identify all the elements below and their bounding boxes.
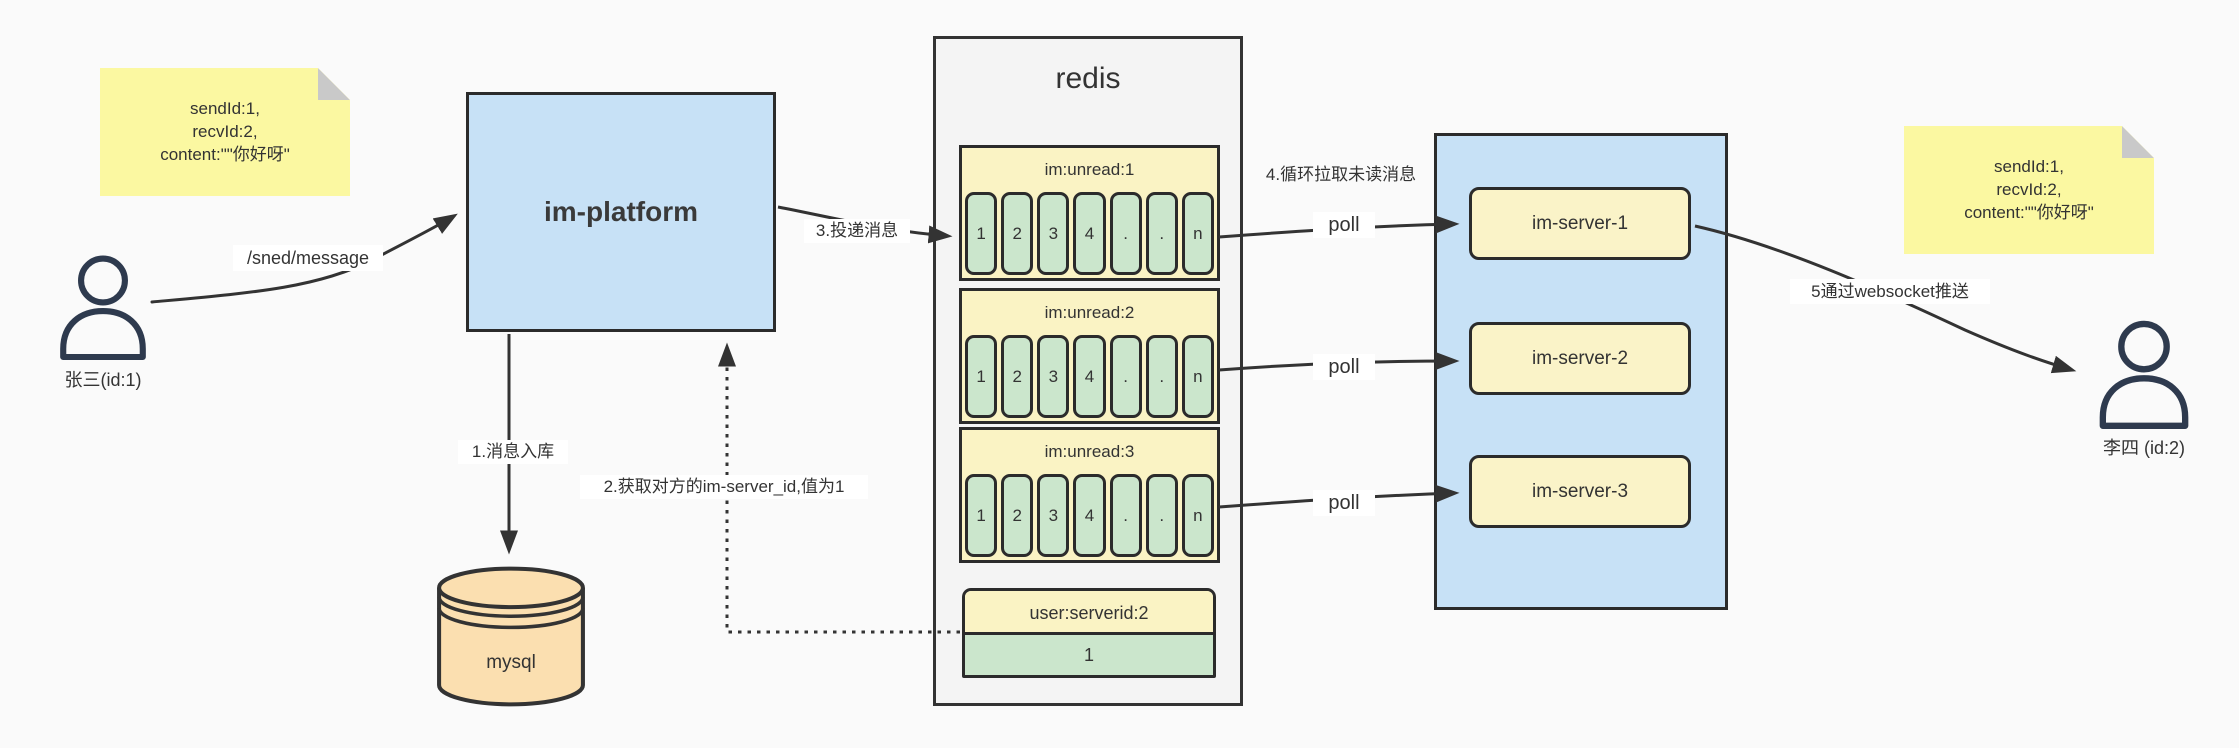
note-fold-corner — [2122, 126, 2154, 158]
im-server-2-node: im-server-2 — [1469, 322, 1691, 395]
note-line: content:""你好呀" — [1964, 203, 2094, 222]
queue-cells: 1 2 3 4 . . n — [965, 192, 1214, 275]
queue-cell: . — [1145, 474, 1178, 557]
queue-cell: 4 — [1073, 474, 1106, 557]
queue-cell: n — [1181, 192, 1214, 275]
sender-label: 张三(id:1) — [64, 370, 142, 390]
edge-label-poll-2: poll — [1313, 354, 1375, 380]
note-line: sendId:1, — [1994, 157, 2064, 176]
message-payload-note-right: sendId:1, recvId:2, content:""你好呀" — [1904, 126, 2154, 254]
im-server-1-label: im-server-1 — [1531, 212, 1629, 234]
note-line: sendId:1, — [190, 99, 260, 118]
queue-cell: 1 — [965, 335, 998, 418]
queue-name: im:unread:1 — [1044, 160, 1135, 179]
user-person-icon — [2099, 320, 2189, 429]
kv-value: 1 — [965, 635, 1213, 675]
queue-cell: . — [1109, 335, 1142, 418]
queue-cell: . — [1145, 335, 1178, 418]
queue-cell: 3 — [1037, 192, 1070, 275]
queue-name: im:unread:2 — [1044, 303, 1135, 322]
note-line: recvId:2, — [1996, 180, 2062, 199]
edge-label-poll-1: poll — [1313, 212, 1375, 238]
queue-cell: 4 — [1073, 335, 1106, 418]
redis-queue-unread-1: im:unread:1 1 2 3 4 . . n — [959, 145, 1220, 281]
message-payload-note-left: sendId:1, recvId:2, content:""你好呀" — [100, 68, 350, 196]
queue-cell: 2 — [1001, 474, 1034, 557]
note-line: content:""你好呀" — [160, 145, 290, 164]
mysql-database-icon — [437, 566, 585, 707]
kv-key: user:serverid:2 — [965, 591, 1213, 635]
im-platform-node: im-platform — [466, 92, 776, 332]
queue-cell: 2 — [1001, 192, 1034, 275]
edge-label-pull: 4.循环拉取未读消息 — [1260, 163, 1422, 211]
edge-label-send: /sned/message — [233, 245, 383, 271]
queue-cell: 3 — [1037, 474, 1070, 557]
user-person-icon — [60, 255, 146, 361]
redis-queue-unread-2: im:unread:2 1 2 3 4 . . n — [959, 288, 1220, 424]
queue-cell: 1 — [965, 192, 998, 275]
queue-cell: 3 — [1037, 335, 1070, 418]
edge-label-lookup: 2.获取对方的im-server_id,值为1 — [580, 475, 868, 499]
im-server-2-label: im-server-2 — [1531, 347, 1629, 369]
im-server-1-node: im-server-1 — [1469, 187, 1691, 260]
queue-cell: 4 — [1073, 192, 1106, 275]
queue-name: im:unread:3 — [1044, 442, 1135, 461]
receiver-label: 李四 (id:2) — [2102, 438, 2185, 458]
edge-label-deliver: 3.投递消息 — [804, 219, 910, 243]
queue-cell: n — [1181, 474, 1214, 557]
im-platform-label: im-platform — [544, 196, 698, 227]
im-server-3-node: im-server-3 — [1469, 455, 1691, 528]
queue-cell: n — [1181, 335, 1214, 418]
edge-label-push: 5通过websocket推送 — [1790, 279, 1990, 304]
redis-title: redis — [1055, 62, 1121, 95]
queue-cell: 2 — [1001, 335, 1034, 418]
edge-label-poll-3: poll — [1313, 490, 1375, 516]
queue-cells: 1 2 3 4 . . n — [965, 474, 1214, 557]
queue-cells: 1 2 3 4 . . n — [965, 335, 1214, 418]
redis-kv-user-serverid: user:serverid:2 1 — [962, 588, 1216, 678]
queue-cell: . — [1109, 192, 1142, 275]
redis-queue-unread-3: im:unread:3 1 2 3 4 . . n — [959, 427, 1220, 563]
note-fold-corner — [318, 68, 350, 100]
edge-label-store: 1.消息入库 — [458, 440, 568, 464]
mysql-label: mysql — [486, 652, 536, 673]
im-server-3-label: im-server-3 — [1531, 480, 1629, 502]
queue-cell: 1 — [965, 474, 998, 557]
queue-cell: . — [1145, 192, 1178, 275]
queue-cell: . — [1109, 474, 1142, 557]
note-line: recvId:2, — [192, 122, 258, 141]
